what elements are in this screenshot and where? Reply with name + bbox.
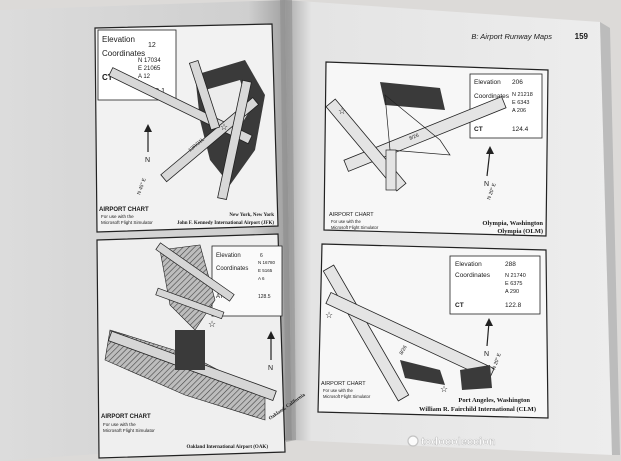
oak-runway-diagram: ☆	[104, 242, 277, 421]
jfk-elevation-value: 12	[148, 42, 156, 49]
jfk-tower-star-icon: ☆	[220, 122, 228, 132]
clm-coord-n: N 21740	[505, 273, 526, 279]
jfk-airport-chart-label: AIRPORT CHART	[99, 207, 149, 213]
clm-for-use-1: For use with the	[323, 388, 353, 393]
oak-elevation-label: Elevation	[216, 253, 241, 259]
watermark-text: todocoleccion	[421, 436, 496, 448]
clm-bearing: N 20° E	[491, 352, 503, 371]
olm-runway-label: 8/26	[409, 133, 420, 142]
oak-airport-chart-label: AIRPORT CHART	[101, 414, 151, 420]
olm-elevation-label: Elevation	[474, 79, 501, 86]
section-title: B: Airport Runway Maps	[471, 32, 552, 41]
jfk-north-arrow-icon: N	[144, 124, 152, 164]
clm-runway-label: 8/26	[399, 344, 409, 356]
olm-name: Olympia (OLM)	[497, 228, 543, 235]
olm-ct-label: CT	[474, 126, 483, 133]
oak-for-use-1: For use with the	[103, 422, 136, 427]
clm-airport-chart-label: AIRPORT CHART	[321, 381, 366, 387]
olm-bearing: N 20° E	[486, 182, 498, 201]
jfk-ct-label: CT	[102, 73, 113, 82]
oak-coord-a: A 6	[258, 276, 265, 281]
clm-coord-a: A 290	[505, 289, 519, 295]
chart-clm: Elevation 288 Coordinates N 21740 E 6375…	[317, 243, 549, 419]
jfk-location: New York, New York	[229, 213, 274, 218]
oak-for-use-2: Microsoft Flight Simulator	[103, 428, 155, 433]
clm-elevation-value: 288	[505, 261, 516, 268]
olm-coord-e: E 6343	[512, 100, 529, 106]
jfk-coord-a: A 12	[138, 74, 151, 80]
clm-for-use-2: Microsoft Flight Simulator	[323, 394, 371, 399]
olm-location: Olympia, Washington	[482, 220, 543, 227]
svg-text:N: N	[484, 351, 489, 358]
jfk-coord-n: N 17034	[138, 58, 161, 64]
jfk-name: John F. Kennedy International Airport (J…	[177, 221, 274, 226]
clm-north-arrow-icon: N	[484, 318, 493, 358]
clm-location: Port Angeles, Washington	[458, 397, 530, 404]
svg-text:N: N	[145, 157, 150, 164]
oak-name: Oakland International Airport (OAK)	[186, 445, 268, 450]
oak-north-arrow-icon: N	[267, 331, 275, 372]
jfk-bearing: N 45° E	[136, 177, 148, 196]
olm-for-use-1: For use with the	[331, 219, 361, 224]
svg-text:N: N	[268, 365, 273, 372]
olm-airport-chart-label: AIRPORT CHART	[329, 212, 374, 218]
olm-ct-value: 124.4	[512, 126, 529, 133]
clm-secondary-star-icon: ☆	[325, 310, 333, 320]
olm-coord-n: N 21218	[512, 92, 533, 98]
oak-coordinates-label: Coordinates	[216, 266, 248, 272]
oak-atis-value: 128.5	[258, 294, 271, 300]
svg-text:N: N	[484, 181, 489, 188]
olm-coord-a: A 206	[512, 108, 526, 114]
olm-for-use-2: Microsoft Flight Simulator	[331, 225, 379, 230]
jfk-coord-e: E 21065	[138, 66, 161, 72]
olm-north-arrow-icon: N	[484, 146, 494, 188]
oak-tower-star-icon: ☆	[208, 319, 216, 329]
olm-elevation-value: 206	[512, 79, 523, 86]
jfk-for-use-2: Microsoft Flight Simulator	[101, 220, 153, 225]
olm-runway-diagram: ☆ 8/26	[325, 82, 507, 192]
page-number: 159	[575, 32, 589, 41]
clm-ct-label: CT	[455, 302, 464, 309]
oak-coord-n: N 16780	[258, 260, 276, 265]
clm-tower-star-icon: ☆	[440, 384, 448, 394]
olm-coordinates-label: Coordinates	[474, 93, 510, 100]
olm-tower-star-icon: ☆	[338, 106, 346, 116]
clm-name: William R. Fairchild International (CLM)	[419, 406, 536, 413]
oak-atis-label: ATIS	[216, 294, 229, 300]
clm-coord-e: E 6375	[505, 281, 522, 287]
oak-coord-e: E 5165	[258, 268, 273, 273]
chart-oak: Elevation 6 Coordinates N 16780 E 5165 A…	[96, 233, 307, 459]
clm-runway-diagram: ☆ ☆ 8/26	[322, 264, 495, 402]
jfk-for-use-1: For use with the	[101, 214, 134, 219]
clm-elevation-label: Elevation	[455, 261, 482, 268]
jfk-runway-diagram: ☆ 13R/31L	[108, 59, 265, 200]
jfk-coordinates-label: Coordinates	[102, 49, 145, 58]
clm-coordinates-label: Coordinates	[455, 272, 491, 279]
jfk-elevation-label: Elevation	[102, 35, 135, 44]
chart-olm: Elevation 206 Coordinates N 21218 E 6343…	[323, 61, 549, 237]
chart-jfk: Elevation 12 Coordinates N 17034 E 21065…	[94, 23, 279, 233]
clm-ct-value: 122.8	[505, 302, 522, 309]
oak-elevation-value: 6	[260, 253, 263, 259]
watermark: todocoleccion	[407, 435, 496, 448]
